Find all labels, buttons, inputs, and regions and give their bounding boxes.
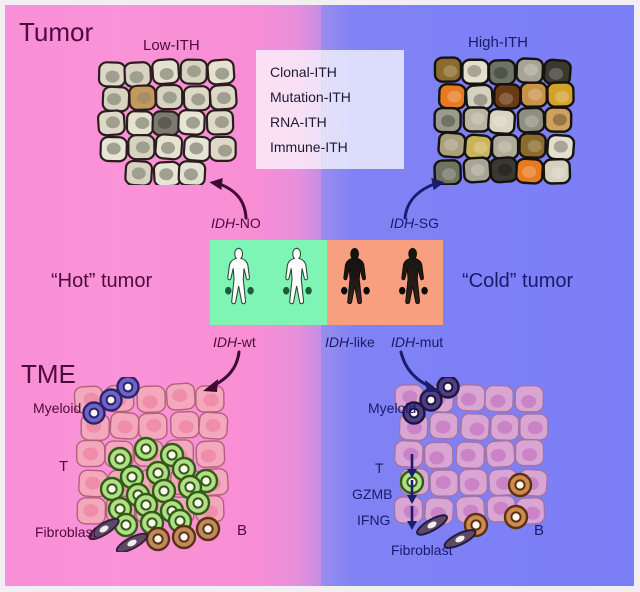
label-cold-tumor: “Cold” tumor [462, 270, 574, 292]
legend-item-mutation-ith: Mutation-ITH [270, 89, 351, 105]
page-title-tumor: Tumor [19, 17, 94, 47]
label-idh-wt: IDH-wt [213, 334, 256, 350]
person-silhouette-dark [399, 247, 429, 304]
page-title-tme: TME [21, 359, 76, 389]
cluster-tme-cold [393, 377, 549, 549]
cluster-high-ith [433, 56, 576, 185]
legend-item-clonal-ith: Clonal-ITH [270, 64, 337, 80]
figure-canvas: Tumor TME Low-ITH High-ITH “Hot” tumor “… [5, 5, 634, 586]
person-silhouette-white [282, 247, 312, 304]
person-silhouette-white [224, 247, 254, 304]
legend-item-immune-ith: Immune-ITH [270, 139, 348, 155]
person-silhouette-dark [341, 247, 371, 304]
panel-idh-wt-green [210, 240, 327, 325]
label-t-cell-hot: T [59, 458, 69, 475]
down-arrow-t [407, 454, 417, 478]
label-idh-mut: IDH-mut [391, 334, 444, 350]
arrow-to-low-ith [209, 177, 248, 220]
marker-ifng-cold: IFNG [357, 512, 391, 528]
label-high-ith: High-ITH [468, 34, 529, 51]
label-hot-tumor: “Hot” tumor [51, 270, 153, 292]
down-arrow-gzmb [407, 480, 417, 504]
marker-t-cold: T [375, 460, 384, 476]
label-b-cell-hot: B [237, 522, 248, 539]
label-low-ith: Low-ITH [143, 37, 200, 54]
label-idh-sg: IDH-SG [390, 215, 440, 231]
down-arrow-ifng [407, 506, 417, 530]
panel-idh-mut-salmon [326, 240, 443, 325]
arrow-to-cold-tme [399, 350, 441, 392]
label-idh-no: IDH-NO [211, 215, 261, 231]
ith-legend-box: Clonal-ITH Mutation-ITH RNA-ITH Immune-I… [256, 50, 404, 169]
arrow-to-hot-tme [203, 350, 241, 392]
arrow-to-high-ith [403, 177, 445, 220]
marker-gzmb-cold: GZMB [352, 486, 393, 502]
patient-silhouette-panel [210, 240, 443, 325]
label-fibroblast-cold: Fibroblast [391, 542, 453, 558]
cluster-tme-hot [73, 377, 229, 552]
label-myeloid-hot: Myeloid [33, 400, 82, 416]
legend-item-rna-ith: RNA-ITH [270, 114, 327, 130]
label-b-cell-cold: B [534, 522, 545, 539]
label-idh-like: IDH-like [325, 334, 375, 350]
label-myeloid-cold: Myeloid [368, 400, 417, 416]
label-fibroblast-hot: Fibroblast [35, 524, 97, 540]
cluster-low-ith [96, 58, 238, 185]
